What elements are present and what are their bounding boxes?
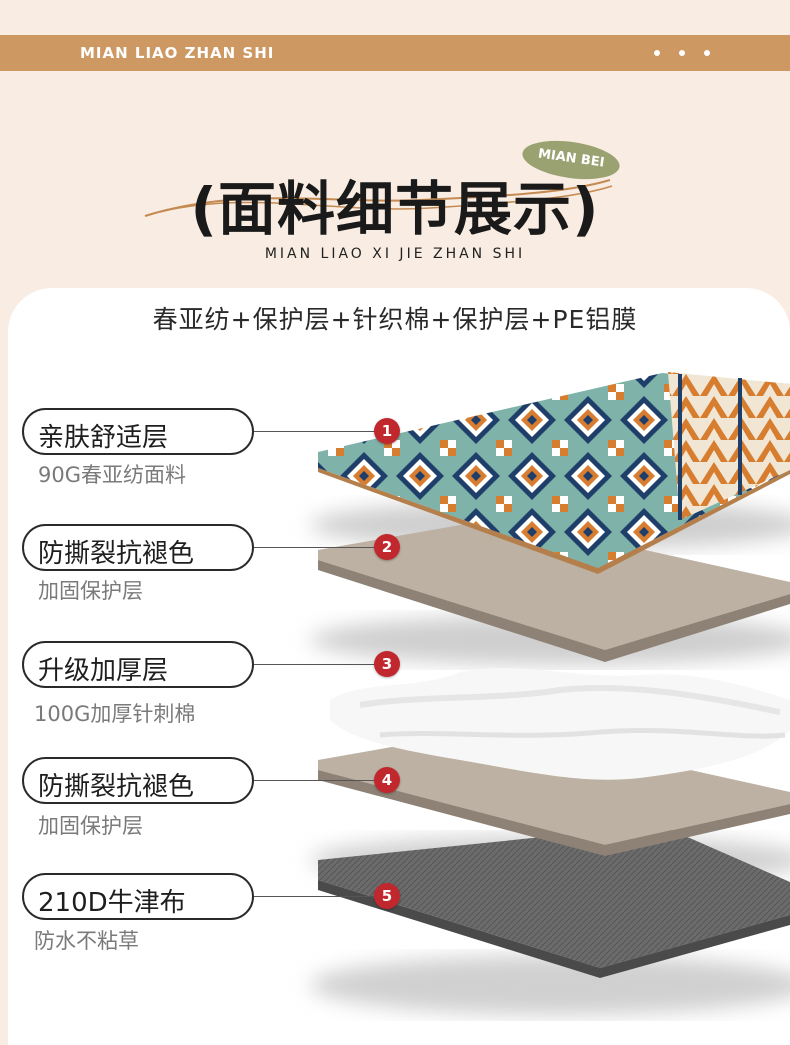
leader-line (254, 431, 376, 432)
leader-line (254, 780, 376, 781)
three-dots-icon (679, 50, 685, 56)
layer-label-2: 防撕裂抗褪色 (22, 524, 254, 571)
marker-number-1: 1 (374, 418, 400, 444)
three-dots-icon (704, 50, 710, 56)
protective-layer-upper (318, 518, 790, 650)
layer-desc-3: 100G加厚针刺棉 (34, 702, 196, 726)
layer-label-text: 亲肤舒适层 (38, 423, 169, 453)
top-banner: MIAN LIAO ZHAN SHI (0, 35, 790, 71)
swoosh-decoration-icon (144, 179, 613, 217)
protective-layer-lower-edge (318, 770, 790, 856)
patterned-fabric-edge (318, 468, 790, 574)
layer-label-text: 升级加厚层 (38, 656, 169, 686)
layer-desc-4: 加固保护层 (38, 814, 143, 838)
layer-label-5: 210D牛津布 (22, 873, 254, 920)
oxford-cloth-layer (318, 825, 790, 968)
oxford-cloth-edge (318, 880, 790, 978)
layer-desc-2: 加固保护层 (38, 579, 143, 603)
marker-number-3: 3 (374, 651, 400, 677)
page-title: (面料细节展示) (190, 175, 600, 243)
protective-layer-upper-edge (318, 560, 790, 662)
cotton-texture (379, 728, 786, 739)
cotton-texture (359, 685, 781, 715)
marker-number-4: 4 (374, 767, 400, 793)
patterned-fabric-layer (318, 373, 790, 568)
leader-line (254, 547, 376, 548)
leader-line (254, 664, 376, 665)
banner-title: MIAN LIAO ZHAN SHI (80, 44, 275, 62)
layer-desc-5: 防水不粘草 (34, 929, 139, 953)
subtitle: MIAN LIAO XI JIE ZHAN SHI (264, 246, 526, 262)
leader-line (254, 896, 376, 897)
layer-label-text: 防撕裂抗褪色 (38, 539, 195, 569)
composition-text: 春亚纺+保护层+针织棉+保护层+PE铝膜 (152, 305, 638, 334)
patterned-stripe-band (668, 372, 790, 520)
layer-label-4: 防撕裂抗褪色 (22, 757, 254, 804)
layer-label-3: 升级加厚层 (22, 641, 254, 688)
title-section: (面料细节展示) MIAN BEI (0, 135, 790, 250)
marker-number-2: 2 (374, 534, 400, 560)
three-dots-icon (654, 50, 660, 56)
protective-layer-lower (318, 728, 790, 845)
marker-number-5: 5 (374, 883, 400, 909)
layer-shadow (310, 955, 790, 1015)
layer-label-1: 亲肤舒适层 (22, 408, 254, 455)
layer-desc-1: 90G春亚纺面料 (38, 463, 186, 487)
layer-label-text: 210D牛津布 (38, 888, 186, 918)
layer-label-text: 防撕裂抗褪色 (38, 772, 195, 802)
